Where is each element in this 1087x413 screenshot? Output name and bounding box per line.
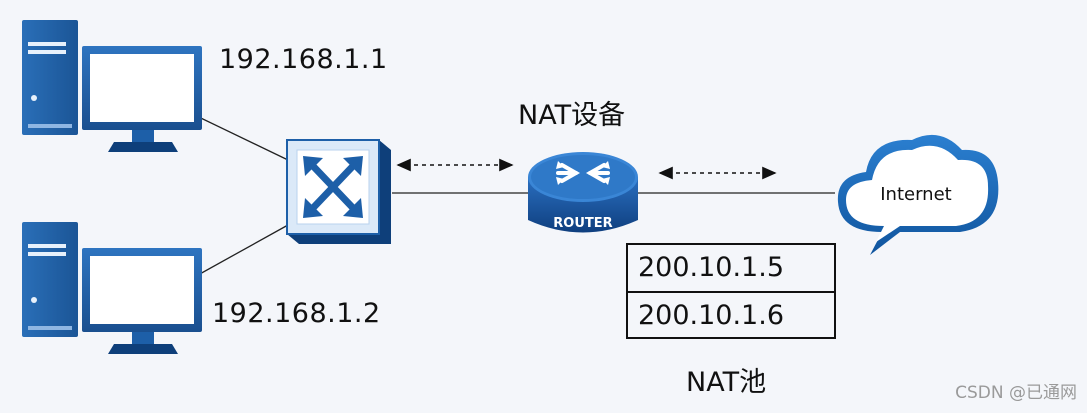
watermark: CSDN @已通网 <box>955 383 1077 403</box>
cloud-icon: Internet <box>837 134 999 255</box>
internet-label: Internet <box>880 184 951 205</box>
nat-pool-title: NAT池 <box>686 367 767 398</box>
pc-icon <box>22 222 202 354</box>
host-ip-1: 192.168.1.1 <box>219 44 388 75</box>
nat-pool-address: 200.10.1.5 <box>638 252 784 283</box>
nat-pool-table: 200.10.1.5 200.10.1.6 <box>626 243 836 339</box>
host-ip-2: 192.168.1.2 <box>212 298 381 329</box>
router-label: ROUTER <box>553 216 612 231</box>
switch-icon <box>286 139 391 244</box>
nat-pool-address: 200.10.1.6 <box>628 291 834 337</box>
nat-device-title: NAT设备 <box>518 100 626 131</box>
pc-icon <box>22 20 202 152</box>
router-icon: ROUTER <box>528 152 638 233</box>
